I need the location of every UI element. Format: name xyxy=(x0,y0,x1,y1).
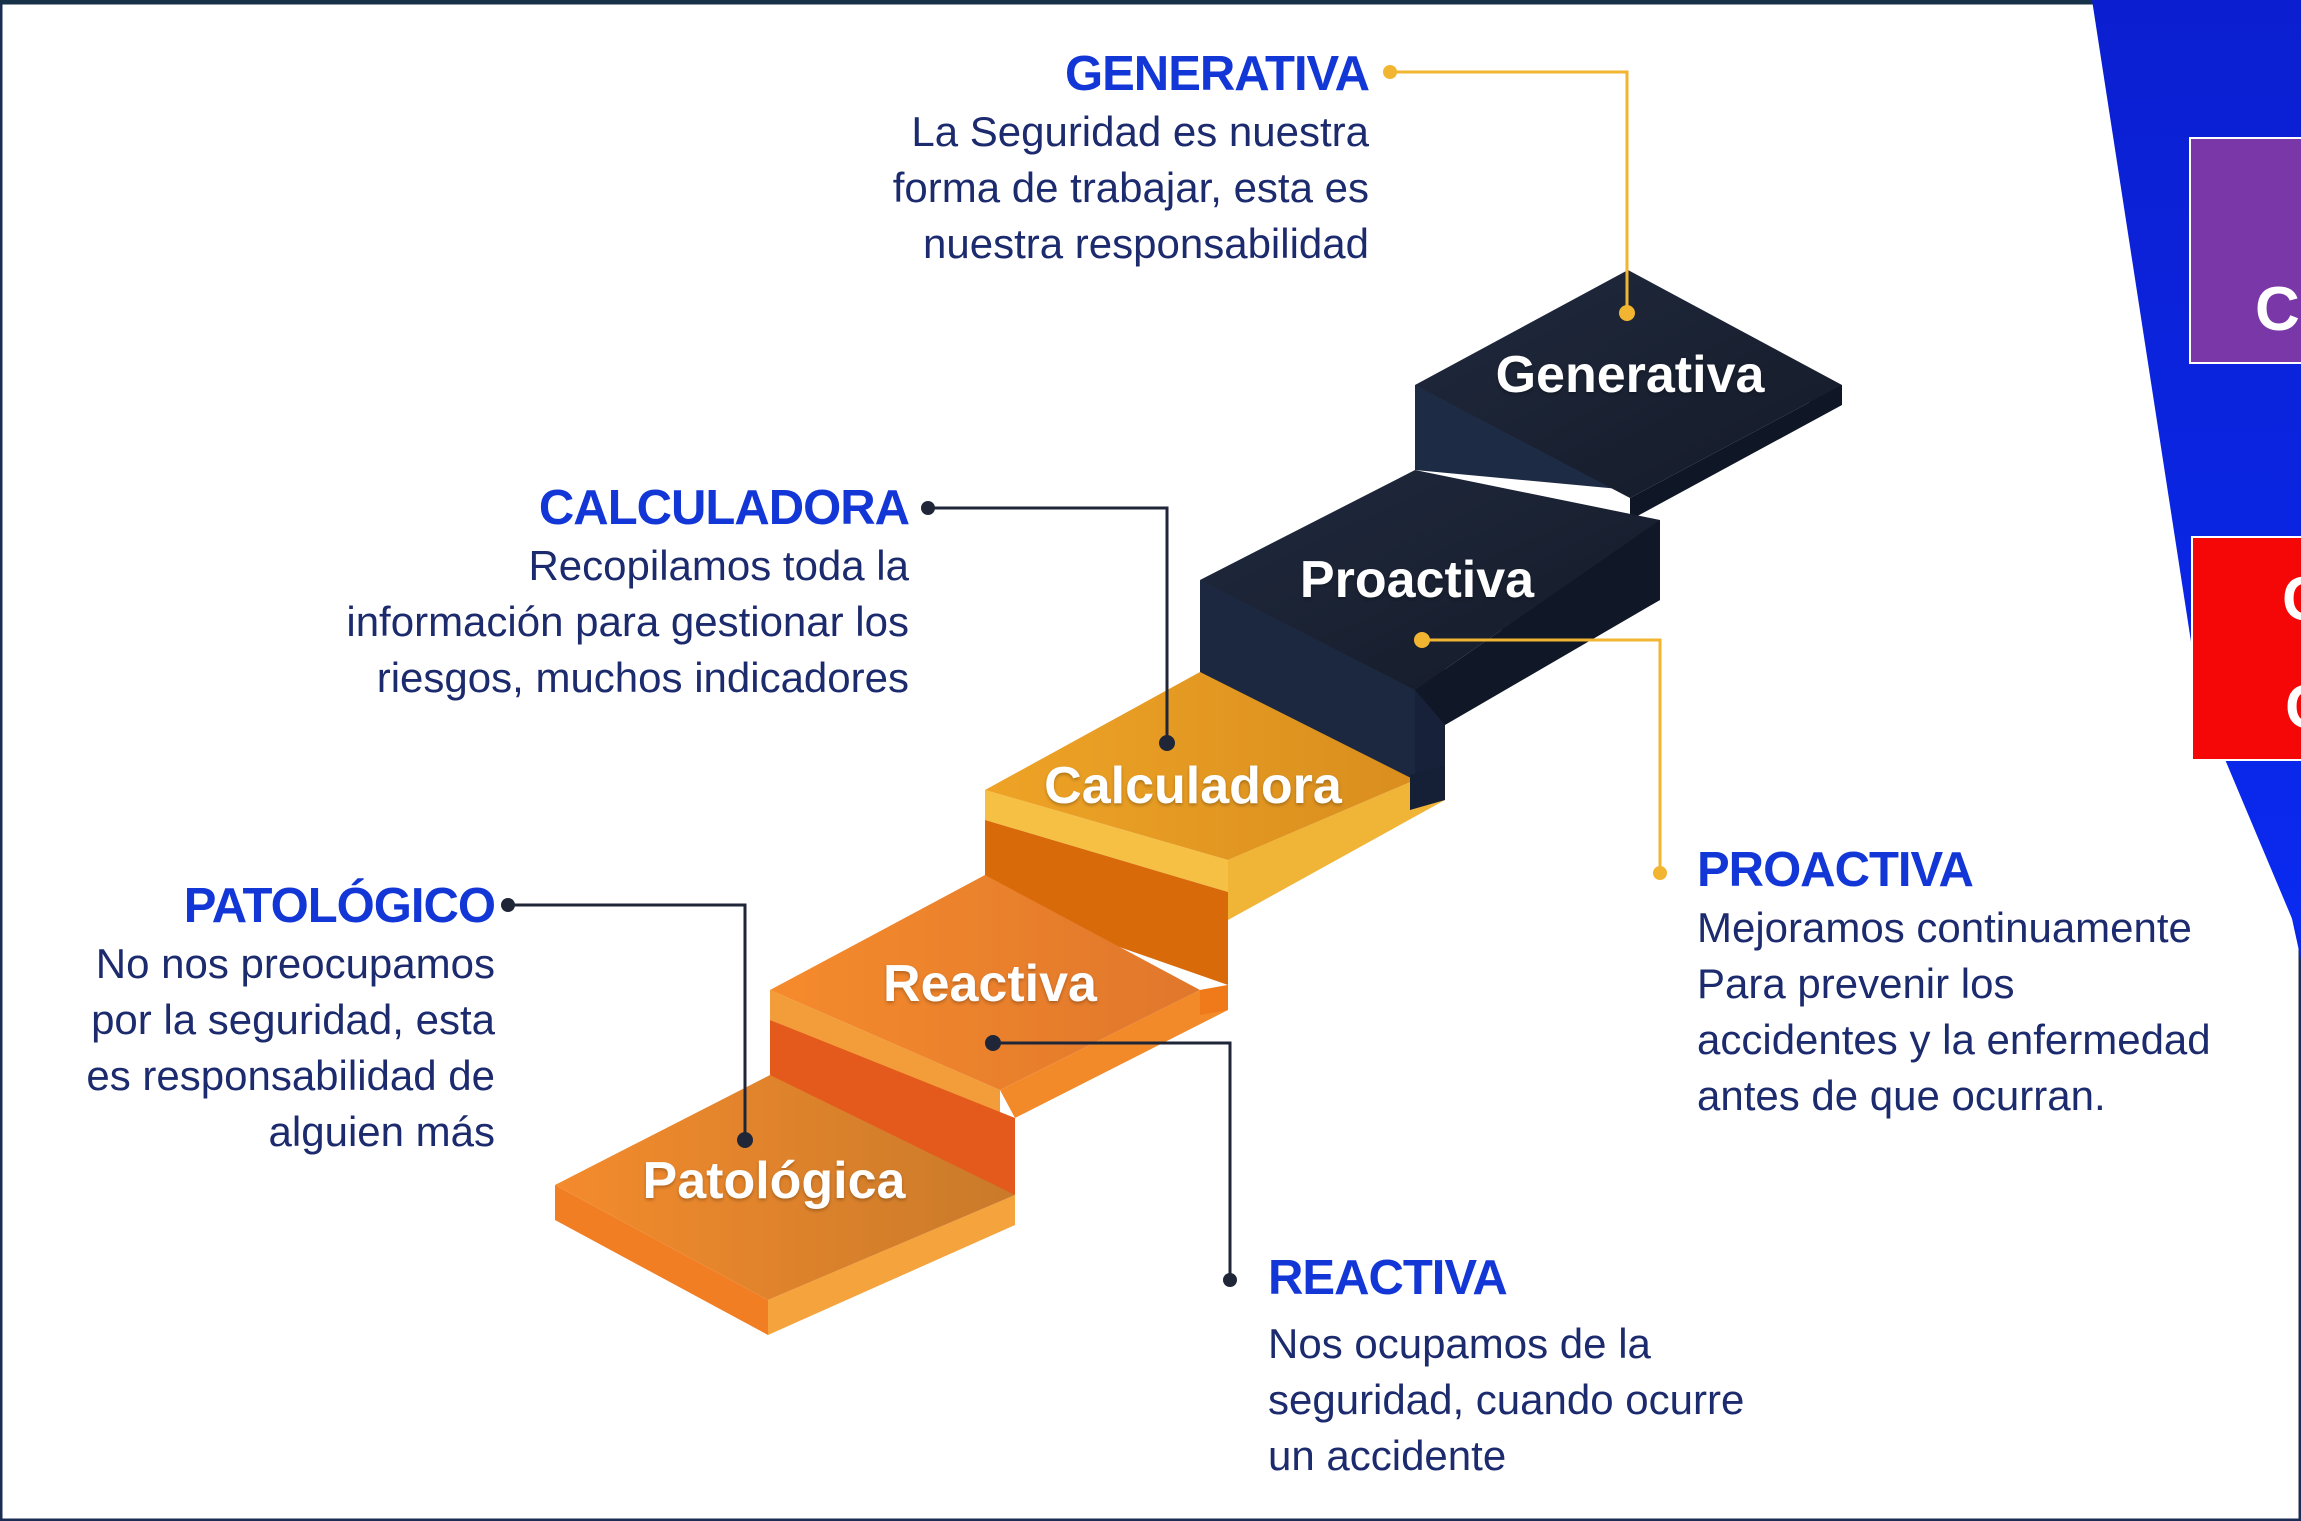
annotation-line: alguien más xyxy=(268,1108,495,1155)
connector-calculadora xyxy=(921,501,1175,751)
side-box-red-text-1: C xyxy=(2282,565,2301,634)
annotation-calculadora: CALCULADORA Recopilamos toda la informac… xyxy=(346,478,910,706)
annotation-line: riesgos, muchos indicadores xyxy=(376,654,909,701)
step-generativa xyxy=(1415,270,1842,520)
step-patologica xyxy=(555,1075,1015,1335)
side-box-red-text-2: C xyxy=(2285,673,2301,742)
side-box-red xyxy=(2191,536,2301,761)
connector-dot xyxy=(921,501,935,515)
annotation-heading: GENERATIVA xyxy=(1065,47,1370,101)
annotation-heading: PATOLÓGICO xyxy=(183,879,496,933)
annotation-line: un accidente xyxy=(1268,1432,1507,1479)
connector-proactiva xyxy=(1414,632,1667,880)
annotation-proactiva: PROACTIVA Mejoramos continuamente Para p… xyxy=(1697,840,2211,1124)
annotation-line: seguridad, cuando ocurre xyxy=(1268,1376,1745,1423)
annotation-line: Nos ocupamos de la xyxy=(1268,1320,1651,1367)
step-label-patologica: Patológica xyxy=(642,1152,906,1210)
step-proactiva xyxy=(1200,470,1660,780)
connector-dot xyxy=(985,1035,1001,1051)
annotation-line: No nos preocupamos xyxy=(95,940,495,987)
annotation-line: Mejoramos continuamente xyxy=(1697,904,2192,951)
step-label-reactiva: Reactiva xyxy=(883,955,1097,1013)
connector-dot xyxy=(1414,632,1430,648)
connector-reactiva xyxy=(985,1035,1237,1287)
annotation-line: por la seguridad, esta xyxy=(91,996,495,1043)
annotation-line: es responsabilidad de xyxy=(86,1052,495,1099)
annotation-line: antes de que ocurran. xyxy=(1697,1072,2106,1119)
annotation-heading: PROACTIVA xyxy=(1697,843,1974,897)
annotation-line: Para prevenir los xyxy=(1697,960,2015,1007)
side-box-purple-text: C xyxy=(2255,275,2300,344)
connector-dot xyxy=(1619,305,1635,321)
connector-dot xyxy=(501,898,515,912)
connector-dot xyxy=(1159,735,1175,751)
staircase xyxy=(555,270,1842,1335)
step-calculadora xyxy=(985,672,1445,985)
annotation-line: accidentes y la enfermedad xyxy=(1697,1016,2211,1063)
annotation-line: información para gestionar los xyxy=(346,598,909,645)
annotation-reactiva: REACTIVA Nos ocupamos de la seguridad, c… xyxy=(1268,1248,1744,1484)
connector-dot xyxy=(1653,866,1667,880)
step-reactiva xyxy=(770,875,1228,1195)
annotation-generativa: GENERATIVA La Seguridad es nuestra forma… xyxy=(892,44,1370,272)
annotation-heading: REACTIVA xyxy=(1268,1251,1508,1305)
annotation-line: Recopilamos toda la xyxy=(528,542,909,589)
connector-dot xyxy=(1223,1273,1237,1287)
annotation-line: nuestra responsabilidad xyxy=(923,220,1369,267)
connector-dot xyxy=(737,1132,753,1148)
annotation-heading: CALCULADORA xyxy=(538,481,910,535)
annotation-line: forma de trabajar, esta es xyxy=(892,164,1369,211)
side-box-purple xyxy=(2189,137,2301,364)
annotation-patologico: PATOLÓGICO No nos preocupamos por la seg… xyxy=(86,876,496,1160)
annotation-line: La Seguridad es nuestra xyxy=(911,108,1369,155)
step-label-calculadora: Calculadora xyxy=(1044,757,1342,815)
connector-dot xyxy=(1383,65,1397,79)
connector-patologico xyxy=(501,898,753,1148)
connector-generativa xyxy=(1383,65,1635,321)
step-label-proactiva: Proactiva xyxy=(1299,551,1535,609)
step-label-generativa: Generativa xyxy=(1495,346,1765,404)
